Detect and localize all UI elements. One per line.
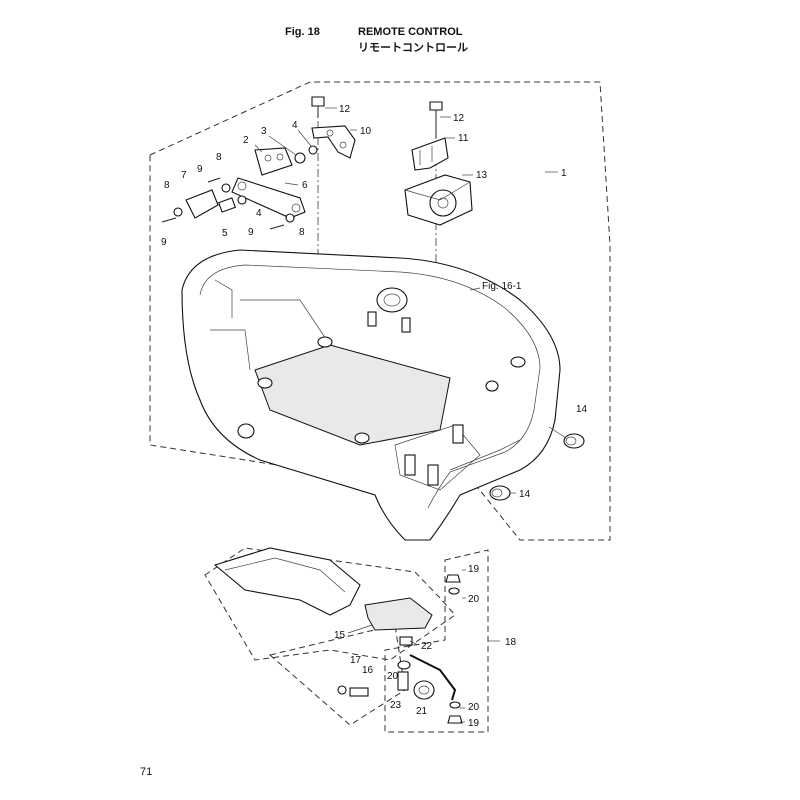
- pin-23: [397, 671, 409, 691]
- callout-5: 5: [222, 228, 228, 239]
- nut-19-lower: [447, 715, 463, 724]
- cotter-pin-9-lower: [269, 224, 285, 230]
- bolt-22: [399, 636, 413, 646]
- nut-19-upper: [445, 574, 461, 583]
- cotter-pin-9-upper: [207, 177, 221, 183]
- rod-18: [409, 654, 457, 701]
- washer-4-upper: [308, 145, 318, 155]
- tray-housing: [181, 249, 561, 541]
- assembly-boundary-1: [149, 81, 611, 541]
- callout-19-bottom: 19: [468, 718, 480, 729]
- cotter-pin-9-left: [161, 217, 177, 223]
- remote-bracket-15: [213, 547, 433, 631]
- assembly-boundary-18: [384, 549, 489, 733]
- pin-5: [218, 197, 236, 213]
- callout-16: 16: [362, 665, 374, 676]
- callout-9-top: 9: [197, 164, 203, 175]
- callout-10: 10: [360, 126, 372, 137]
- callout-7: 7: [181, 170, 187, 181]
- figure-title-japanese: リモートコントロール: [358, 41, 468, 54]
- callout-8-left: 8: [164, 180, 170, 191]
- callout-15: 15: [334, 630, 346, 641]
- callout-12-right: 12: [453, 113, 465, 124]
- washer-8-right: [285, 213, 295, 223]
- callout-17: 17: [350, 655, 362, 666]
- callout-22: 22: [421, 641, 433, 652]
- link-6: [231, 177, 306, 219]
- callout-9-left: 9: [161, 237, 167, 248]
- leader-lines: [254, 107, 567, 723]
- callout-6: 6: [302, 180, 308, 191]
- callout-23: 23: [390, 700, 402, 711]
- callout-20-bottom: 20: [468, 702, 480, 713]
- bolt-16: [349, 687, 369, 697]
- callout-1: 1: [561, 168, 567, 179]
- callout-19-top: 19: [468, 564, 480, 575]
- figure-title: REMOTE CONTROL: [358, 26, 463, 38]
- washer-20-upper: [448, 587, 460, 595]
- callout-8-right: 8: [299, 227, 305, 238]
- callout-13: 13: [476, 170, 488, 181]
- callout-11: 11: [458, 133, 469, 144]
- lever-7: [185, 189, 219, 219]
- washer-17: [337, 685, 347, 695]
- bracket-11: [411, 137, 449, 171]
- washer-8-mid: [221, 183, 231, 193]
- washer-8-left: [173, 207, 183, 217]
- callout-8-top: 8: [216, 152, 222, 163]
- callout-14-right: 14: [576, 404, 588, 415]
- page-number: 71: [140, 766, 153, 778]
- grommet-14-right: [563, 433, 585, 449]
- reference-fig-16-1: Fig. 16-1: [482, 281, 522, 292]
- bolt-12-right: [429, 101, 443, 138]
- washer-20-lower: [449, 701, 461, 709]
- callout-4-lower: 4: [256, 208, 262, 219]
- callout-18: 18: [505, 637, 517, 648]
- bolt-12-left: [311, 96, 325, 118]
- callout-9-right: 9: [248, 227, 254, 238]
- grommet-14-bottom: [489, 485, 511, 501]
- callout-12-left: 12: [339, 104, 351, 115]
- washer-4-lower: [237, 195, 247, 205]
- callout-14-bottom: 14: [519, 489, 531, 500]
- control-unit-13: [404, 174, 473, 226]
- collar-3: [294, 152, 306, 164]
- callout-4-upper: 4: [292, 120, 298, 131]
- callout-2: 2: [243, 135, 249, 146]
- lever-base-2: [254, 147, 293, 176]
- callout-labels: 1 2 3 4 4 5 6 7 8 8 8 9 9 9 10 11 12 12 …: [161, 104, 588, 729]
- callout-3: 3: [261, 126, 267, 137]
- washer-20-left: [397, 660, 411, 670]
- callout-21: 21: [416, 706, 428, 717]
- callout-20-left: 20: [387, 671, 399, 682]
- callout-20-top: 20: [468, 594, 480, 605]
- bracket-10: [311, 125, 356, 159]
- figure-number: Fig. 18: [285, 26, 320, 38]
- grommet-21: [413, 680, 435, 700]
